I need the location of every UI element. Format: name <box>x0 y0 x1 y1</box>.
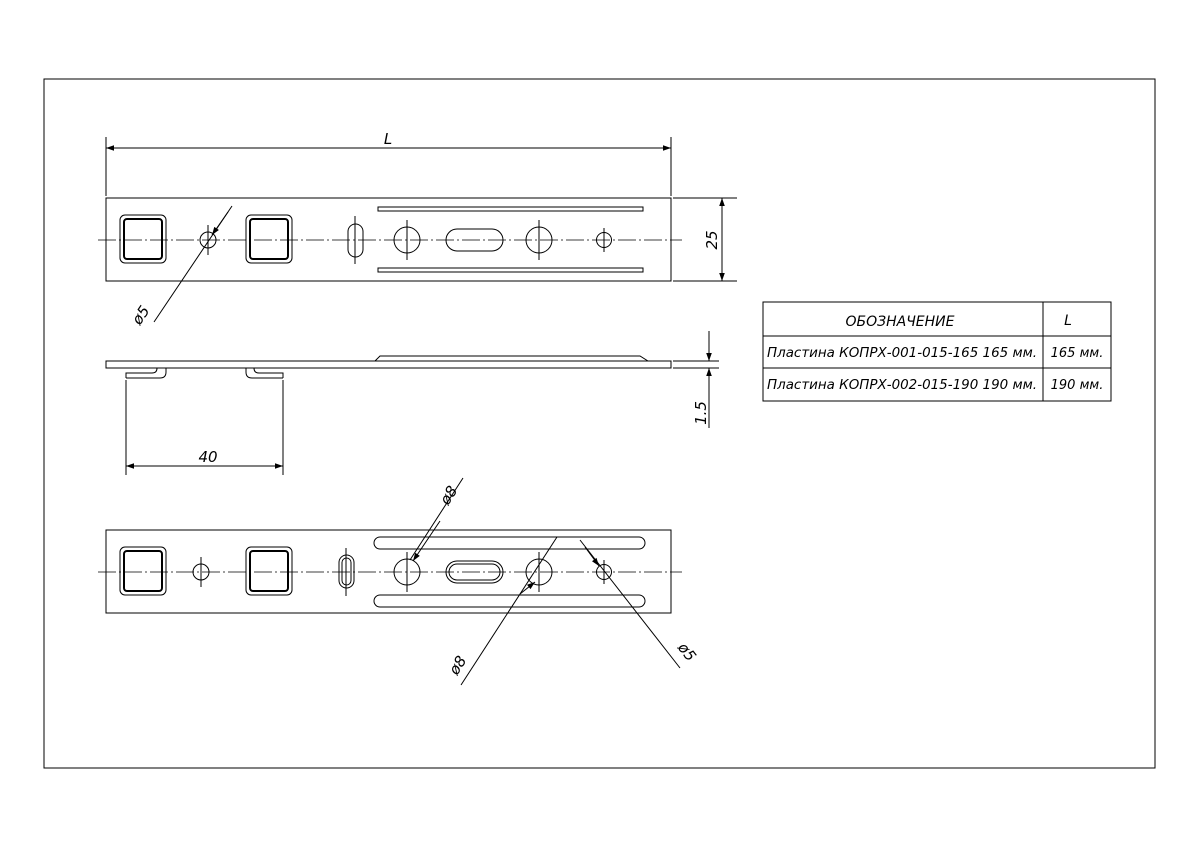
dim-25-label: 25 <box>703 230 721 249</box>
side-view: 40 1.5 <box>105 331 719 475</box>
leader-d8-label-lower: ø8 <box>445 653 471 679</box>
dim-15-label: 1.5 <box>692 401 710 425</box>
horizontal-slot-top <box>445 228 504 252</box>
spec-table-row-2-length: 190 мм. <box>1051 378 1104 393</box>
rib-lower-top <box>377 267 644 273</box>
spec-table-frame <box>762 301 1112 402</box>
sheet-border <box>43 78 1156 769</box>
leader-d8-upper <box>409 477 464 561</box>
spec-table-row-1-length: 165 мм. <box>1051 346 1104 361</box>
leader-d8-lower-arrow <box>519 581 536 595</box>
tab-right-side <box>245 367 284 379</box>
square-hole-right-bottom-inner <box>249 550 289 592</box>
spec-table-row-2-designation: Пластина КОПРХ-002-015-190 190 мм. <box>767 378 1037 393</box>
leader-d5-label-top: ø5 <box>128 302 154 328</box>
plate-outline-bottom <box>105 529 672 614</box>
horizontal-slot-bottom <box>445 560 504 584</box>
rib-upper-bottom <box>373 536 646 550</box>
leader-d5-bottom-arrow <box>584 546 600 567</box>
leader-d5-bottom <box>579 539 681 669</box>
leader-d8-lower <box>460 536 558 686</box>
spec-table: ОБОЗНАЧЕНИЕ L Пластина КОПРХ-001-015-165… <box>762 301 1112 402</box>
square-hole-right <box>245 214 293 264</box>
spec-table-header-designation: ОБОЗНАЧЕНИЕ <box>845 314 954 330</box>
dim-40-label: 40 <box>198 448 217 466</box>
plate-side-profile <box>105 355 672 369</box>
top-view: L 25 ø5 <box>98 130 737 329</box>
tab-left-side <box>125 367 167 379</box>
square-hole-left <box>119 214 167 264</box>
square-hole-right-inner <box>249 218 289 260</box>
square-hole-left-bottom <box>119 546 167 596</box>
spec-table-row-1-designation: Пластина КОПРХ-001-015-165 165 мм. <box>767 346 1037 361</box>
horizontal-slot-bottom-inner <box>448 563 501 581</box>
leader-d5-arrow <box>211 211 229 236</box>
plate-outline-top <box>105 197 672 282</box>
square-hole-left-inner <box>123 218 163 260</box>
rib-upper-top <box>377 206 644 212</box>
square-hole-right-bottom <box>245 546 293 596</box>
leader-d5-label-bottom: ø5 <box>673 638 699 665</box>
bottom-view: ø8 ø8 ø5 <box>98 477 700 686</box>
leader-d8-upper-arrow <box>412 520 441 562</box>
dim-L-label: L <box>384 130 392 148</box>
rib-lower-bottom <box>373 594 646 608</box>
square-hole-left-bottom-inner <box>123 550 163 592</box>
spec-table-header-length: L <box>1064 313 1072 329</box>
